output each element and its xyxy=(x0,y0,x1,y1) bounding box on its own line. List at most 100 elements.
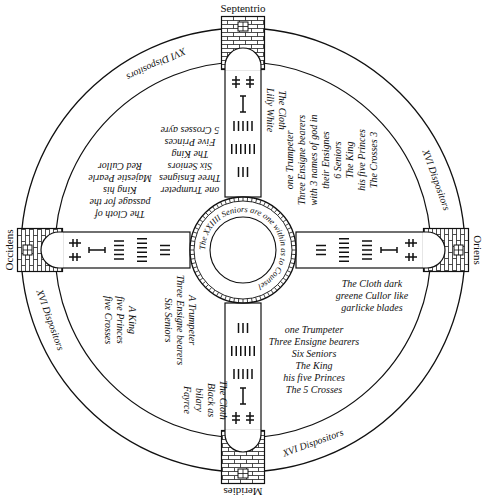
hub-outer xyxy=(190,197,296,303)
label-group: A TrumpeterThree Ensigne bearersSix Seni… xyxy=(162,270,198,370)
cross-mark xyxy=(246,76,254,88)
person-mark xyxy=(114,258,124,260)
figure-marks xyxy=(232,76,255,177)
ring-text: The XXIIII Seniors are one within as to … xyxy=(197,204,289,293)
camp-note: The Cloth of passage for the King his Ma… xyxy=(87,160,153,220)
brick-wall xyxy=(222,17,265,70)
cross-mark xyxy=(246,412,254,424)
tower-window xyxy=(238,469,248,478)
camp-note: one Trumpeter xyxy=(157,184,223,196)
camp-note: his five Princes xyxy=(264,372,364,384)
person-mark xyxy=(249,346,251,356)
person-mark xyxy=(339,247,349,249)
person-mark xyxy=(339,261,349,263)
person-mark xyxy=(114,240,124,242)
arm xyxy=(296,232,428,268)
window-bars xyxy=(238,22,248,31)
tower-drawing xyxy=(221,430,265,484)
person-mark xyxy=(238,167,240,177)
person-mark xyxy=(231,346,233,356)
window-bars xyxy=(23,245,32,255)
gate-name: Occidens xyxy=(3,230,15,271)
gate-name: Septentrio xyxy=(220,2,265,14)
arm-band xyxy=(58,232,190,268)
person-mark xyxy=(251,121,253,131)
tower-body xyxy=(222,430,265,484)
person-mark xyxy=(249,144,251,154)
person-mark xyxy=(339,252,349,254)
person-mark xyxy=(160,249,170,251)
person-mark xyxy=(247,369,249,379)
person-mark xyxy=(160,245,170,247)
arm-band xyxy=(296,232,428,268)
label-group: The Cloth dark greene Cullor like garlic… xyxy=(330,278,414,314)
council-drawing: The XXIIII Seniors are one within as to … xyxy=(188,195,298,305)
camp-note: Six Seniors xyxy=(157,160,223,172)
person-mark xyxy=(242,369,244,379)
person-mark xyxy=(316,249,326,251)
gate-arch-fill xyxy=(41,232,63,268)
gate-arch xyxy=(423,232,445,268)
gate-arch-fill xyxy=(225,430,261,452)
figure-marks xyxy=(69,239,170,262)
person-mark xyxy=(362,240,372,242)
person-mark xyxy=(254,144,256,154)
label-group: The Cloth Black as bilary Fayrce xyxy=(181,374,229,426)
person-mark xyxy=(137,252,147,254)
figure-marks xyxy=(316,239,417,262)
person-mark xyxy=(247,323,249,333)
camp-note: The Cloth Black as bilary Fayrce xyxy=(181,374,229,426)
person-mark xyxy=(339,243,349,245)
gate-arch-fill xyxy=(423,232,445,268)
person-mark xyxy=(254,346,256,356)
person-mark xyxy=(114,245,124,247)
king-mark xyxy=(89,247,105,253)
cross-mark xyxy=(69,239,81,247)
camp-note: The King xyxy=(157,148,223,160)
person-mark xyxy=(233,121,235,131)
person-mark xyxy=(242,121,244,131)
person-mark xyxy=(114,254,124,256)
camp-note: one Trumpeter xyxy=(264,324,364,336)
tower-drawing xyxy=(221,16,265,70)
person-mark xyxy=(137,256,147,258)
person-mark xyxy=(362,249,372,251)
label-group: The Cloth of passage for the King his Ma… xyxy=(87,160,153,220)
hub-ticks xyxy=(190,197,296,303)
person-mark xyxy=(231,144,233,154)
person-mark xyxy=(240,144,242,154)
person-mark xyxy=(247,167,249,177)
gate-tower: Oriens xyxy=(423,228,469,272)
person-mark xyxy=(362,258,372,260)
tower-drawing xyxy=(17,228,63,272)
person-mark xyxy=(137,243,147,245)
arm-band xyxy=(225,65,261,197)
camp-note: The 5 Crosses xyxy=(264,384,364,396)
cross-mark xyxy=(69,253,81,261)
gate-tower: Septentrio xyxy=(221,16,265,70)
person-mark xyxy=(245,144,247,154)
person-mark xyxy=(114,249,124,251)
gate-tower: Occidens xyxy=(17,228,63,272)
king-mark xyxy=(381,247,397,253)
hub-ring xyxy=(194,201,292,299)
person-mark xyxy=(236,346,238,356)
king-mark xyxy=(240,388,246,404)
camp-note: his five Princes xyxy=(356,112,368,208)
camp-note: A King xyxy=(126,287,138,353)
camp-note: Five Princes xyxy=(157,136,223,148)
label-group: one TrumpeterThree Ensigne bearers with … xyxy=(284,112,380,208)
camp-note: Six Seniors xyxy=(264,348,364,360)
tower-body xyxy=(18,229,64,272)
gate-arch xyxy=(225,48,261,70)
person-mark xyxy=(137,238,147,240)
tower-window xyxy=(238,22,248,31)
person-mark xyxy=(137,247,147,249)
camp-note: A Trumpeter xyxy=(186,270,198,370)
gate-arch-fill xyxy=(225,48,261,70)
camp-note: The Cloth dark greene Cullor like garlic… xyxy=(330,278,414,314)
camp-note: one Trumpeter xyxy=(284,112,296,208)
person-mark xyxy=(160,254,170,256)
person-mark xyxy=(238,323,240,333)
